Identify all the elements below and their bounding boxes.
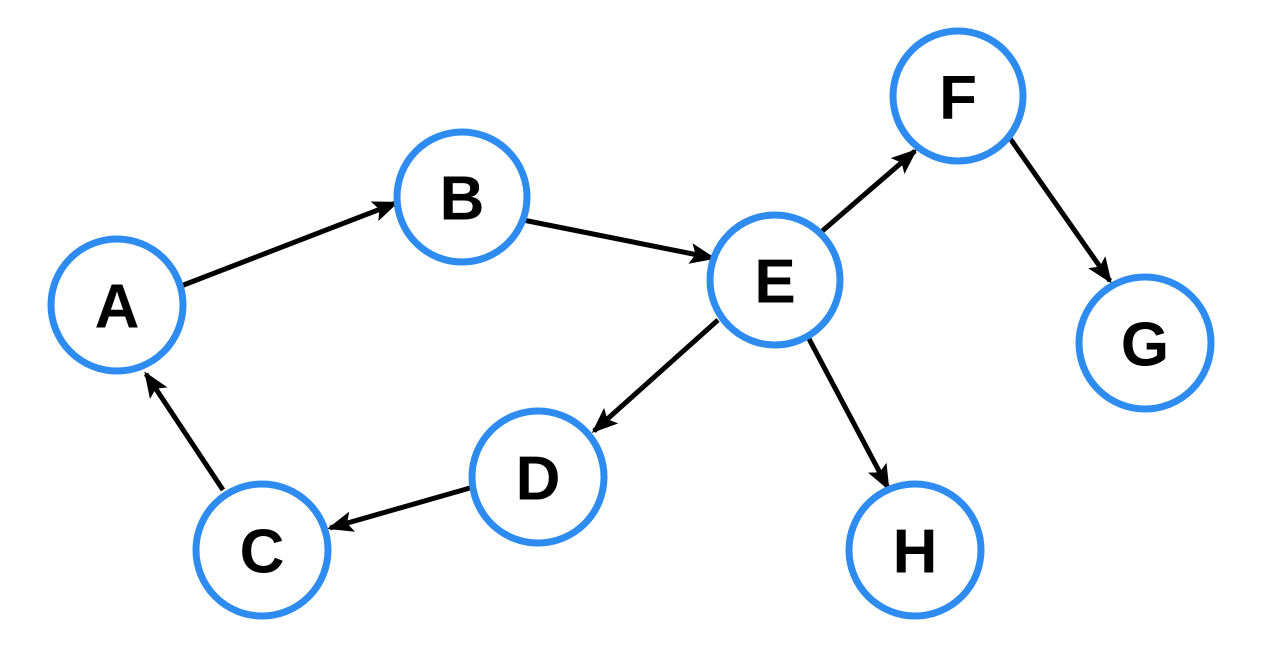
edge-d-to-c[interactable] xyxy=(327,483,478,532)
graph-node-d[interactable]: D xyxy=(468,407,608,547)
node-circle-b[interactable] xyxy=(393,128,531,266)
edge-b-to-e[interactable] xyxy=(522,217,716,264)
node-circle-d[interactable] xyxy=(468,407,608,547)
edge-e-to-h[interactable] xyxy=(805,335,891,491)
graph-node-c[interactable]: C xyxy=(192,480,332,620)
graph-node-f[interactable]: F xyxy=(889,27,1027,165)
node-label-a: A xyxy=(95,273,140,342)
graph-node-g[interactable]: G xyxy=(1075,273,1215,413)
edge-f-to-g[interactable] xyxy=(1006,135,1113,284)
graph-node-e[interactable]: E xyxy=(706,211,844,349)
graph-node-b[interactable]: B xyxy=(393,128,531,266)
edge-a-to-b[interactable] xyxy=(180,200,399,289)
node-circle-c[interactable] xyxy=(192,480,332,620)
node-label-g: G xyxy=(1121,311,1169,380)
node-label-d: D xyxy=(516,445,561,514)
graph-node-a[interactable]: A xyxy=(47,235,187,375)
node-label-e: E xyxy=(754,248,795,317)
node-circle-h[interactable] xyxy=(845,480,985,620)
edge-c-to-a[interactable] xyxy=(143,371,226,492)
nodes-layer: A B C D E F G H xyxy=(47,27,1215,620)
node-circle-a[interactable] xyxy=(47,235,187,375)
node-circle-f[interactable] xyxy=(889,27,1027,165)
edge-e-to-d[interactable] xyxy=(591,318,720,434)
edge-e-to-f[interactable] xyxy=(818,149,918,235)
node-label-h: H xyxy=(893,518,938,587)
node-label-c: C xyxy=(240,518,285,587)
node-label-b: B xyxy=(440,165,485,234)
node-circle-g[interactable] xyxy=(1075,273,1215,413)
node-label-f: F xyxy=(939,64,977,133)
graph-node-h[interactable]: H xyxy=(845,480,985,620)
edges-layer xyxy=(143,135,1113,532)
node-circle-e[interactable] xyxy=(706,211,844,349)
